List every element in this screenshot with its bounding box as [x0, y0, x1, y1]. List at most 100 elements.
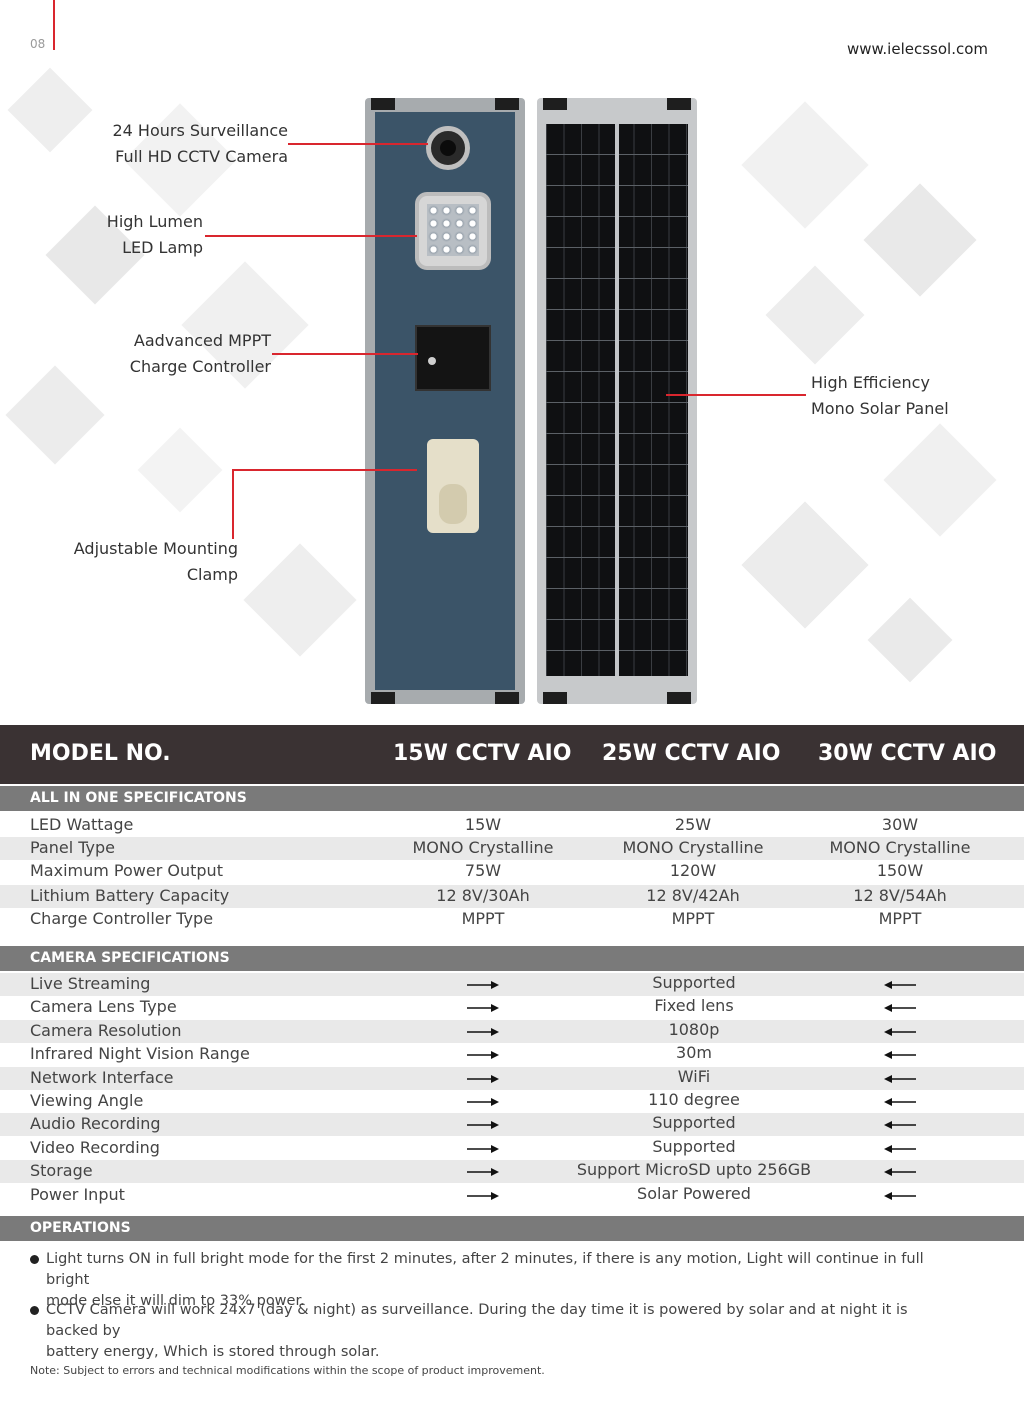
led-lamp-icon — [415, 192, 491, 270]
arrow-right-icon — [467, 1074, 499, 1084]
arrow-left-icon — [884, 1167, 916, 1177]
callout-controller-line1: Aadvanced MPPT — [133, 331, 271, 350]
callout-lamp-line — [205, 235, 417, 237]
decor-diamond — [137, 427, 223, 513]
spec-value: 75W — [464, 861, 502, 880]
arrow-right-icon — [467, 1191, 499, 1201]
spec-value: 150W — [876, 861, 924, 880]
spec-label: Viewing Angle — [30, 1091, 144, 1110]
spec-value: Supported — [652, 1136, 736, 1156]
page-number: 08 — [30, 37, 46, 51]
decor-diamond — [741, 101, 869, 229]
charge-controller-icon — [415, 325, 491, 391]
model-header-bar: MODEL NO. 15W CCTV AIO 25W CCTV AIO 30W … — [0, 725, 1024, 784]
callout-clamp: Adjustable Mounting Clamp — [60, 536, 238, 588]
model-25w: 25W CCTV AIO — [602, 741, 781, 766]
spec-value: 1080p — [668, 1019, 720, 1039]
spec-label: Infrared Night Vision Range — [30, 1044, 250, 1064]
spec-value: 25W — [674, 815, 712, 834]
arrow-left-icon — [884, 1027, 916, 1037]
spec-value: 120W — [669, 861, 717, 880]
arrow-left-icon — [884, 1097, 916, 1107]
arrow-right-icon — [467, 1097, 499, 1107]
aio-spec-row: Maximum Power Output 75W 120W 150W — [0, 860, 1024, 883]
arrow-right-icon — [467, 1167, 499, 1177]
spec-value: 30m — [676, 1043, 712, 1063]
callout-panel-line2: Mono Solar Panel — [811, 399, 949, 418]
camera-spec-row: Camera Resolution 1080p — [0, 1019, 1024, 1043]
arrow-right-icon — [467, 1003, 499, 1013]
spec-value: Support MicroSD upto 256GB — [576, 1160, 812, 1180]
camera-spec-row: Video Recording Supported — [0, 1137, 1024, 1160]
arrow-left-icon — [884, 1191, 916, 1201]
arrow-left-icon — [884, 1003, 916, 1013]
spec-value: MPPT — [461, 909, 505, 928]
spec-value: Supported — [652, 1113, 736, 1133]
callout-camera: 24 Hours Surveillance Full HD CCTV Camer… — [90, 118, 288, 170]
decor-diamond — [867, 597, 953, 683]
spec-value: MONO Crystalline — [412, 838, 554, 857]
callout-clamp-line-v — [232, 469, 234, 539]
spec-value: WiFi — [677, 1066, 711, 1086]
spec-label: Camera Resolution — [30, 1020, 182, 1040]
arrow-right-icon — [467, 1050, 499, 1060]
spec-label: Lithium Battery Capacity — [30, 886, 230, 905]
website-url: www.ielecssol.com — [846, 40, 988, 58]
spec-label: Storage — [30, 1161, 93, 1181]
callout-lamp-line1: High Lumen — [106, 212, 203, 231]
spec-label: LED Wattage — [30, 815, 134, 834]
spec-value: MPPT — [878, 909, 922, 928]
callout-camera-line2: Full HD CCTV Camera — [115, 147, 288, 166]
decor-diamond — [5, 365, 105, 465]
aio-spec-heading: ALL IN ONE SPECIFICATONS — [0, 786, 1024, 811]
spec-value: 12 8V/54Ah — [853, 886, 947, 905]
disclaimer-note: Note: Subject to errors and technical mo… — [30, 1364, 545, 1377]
bullet-dot-icon — [30, 1306, 39, 1315]
callout-clamp-line1: Adjustable Mounting — [73, 539, 238, 558]
spec-label: Audio Recording — [30, 1114, 161, 1134]
arrow-left-icon — [884, 980, 916, 990]
spec-label: Maximum Power Output — [30, 861, 223, 880]
arrow-left-icon — [884, 1074, 916, 1084]
model-30w: 30W CCTV AIO — [818, 741, 997, 766]
operation-bullet-1-line1: Light turns ON in full bright mode for t… — [46, 1251, 924, 1288]
spec-label: Video Recording — [30, 1137, 160, 1157]
arrow-right-icon — [467, 1144, 499, 1154]
callout-clamp-line2: Clamp — [186, 565, 238, 584]
operation-bullet-2-line1: CCTV Camera will work 24x7 (day & night)… — [46, 1302, 908, 1339]
callout-controller-line — [272, 353, 418, 355]
decor-diamond — [863, 183, 977, 297]
spec-value: 110 degree — [648, 1090, 740, 1109]
camera-spec-row: Camera Lens Type Fixed lens — [0, 996, 1024, 1019]
callout-controller: Aadvanced MPPT Charge Controller — [80, 328, 271, 380]
operation-bullet-1-line2: mode else it will dim to 33% power. — [46, 1293, 305, 1309]
decor-diamond — [243, 543, 357, 657]
decor-diamond — [765, 265, 865, 365]
solar-panel-image — [537, 98, 697, 704]
spec-label: Live Streaming — [30, 974, 151, 993]
spec-label: Power Input — [30, 1184, 125, 1204]
spec-value: Supported — [652, 973, 736, 992]
camera-spec-row: Power Input Solar Powered — [0, 1184, 1024, 1207]
spec-label: Camera Lens Type — [30, 997, 177, 1017]
camera-spec-row: Infrared Night Vision Range 30m — [0, 1043, 1024, 1066]
spec-value: 15W — [464, 815, 502, 834]
arrow-left-icon — [884, 1050, 916, 1060]
callout-panel-line1: High Efficiency — [811, 373, 930, 392]
spec-value: Fixed lens — [654, 996, 734, 1016]
callout-panel-line — [666, 394, 806, 396]
spec-value: 12 8V/42Ah — [646, 886, 740, 905]
operation-bullet-2: CCTV Camera will work 24x7 (day & night)… — [30, 1300, 960, 1363]
spec-value: Solar Powered — [637, 1183, 751, 1203]
callout-lamp-line2: LED Lamp — [122, 238, 203, 257]
operation-bullet-1: Light turns ON in full bright mode for t… — [30, 1249, 960, 1312]
bullet-dot-icon — [30, 1255, 39, 1264]
camera-spec-row: Live Streaming Supported — [0, 973, 1024, 996]
spec-value: MONO Crystalline — [622, 838, 764, 857]
